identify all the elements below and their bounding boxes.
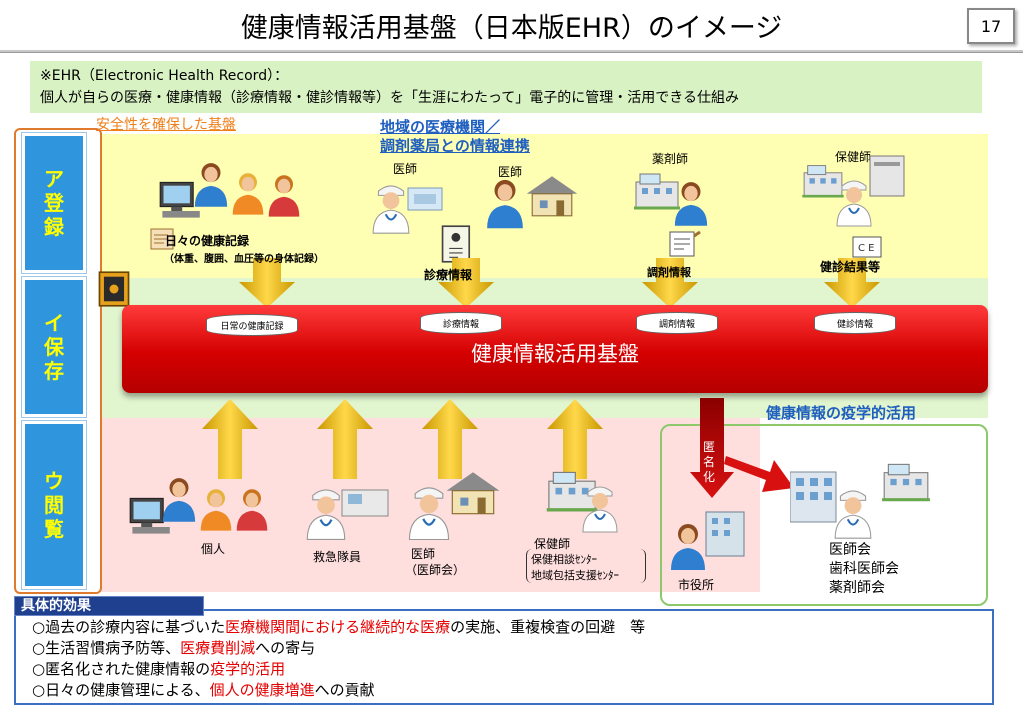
- title-divider: [0, 50, 1023, 53]
- store-dispensing-info: 調剤情報: [636, 312, 718, 334]
- effect-item-2-pre: ○生活習慣病予防等、: [32, 639, 181, 657]
- side-label-view: ウ 閲 覧: [22, 421, 86, 589]
- side-view-char-3: 覧: [44, 517, 64, 541]
- store-checkup-info: 健診情報: [814, 312, 896, 334]
- side-register-char-3: 録: [44, 215, 64, 239]
- top-pharmacist-illustration: [632, 172, 708, 226]
- store-medical-info: 診療情報: [420, 312, 502, 334]
- association-pharmacy: 薬剤師会: [829, 580, 885, 596]
- medical-info-label: 診療情報: [424, 268, 473, 282]
- anonymize-label: 匿 名 化: [703, 440, 715, 485]
- paramedic-illustration: [306, 488, 389, 540]
- bottom-nurse-label: 保健師: [534, 537, 571, 551]
- top-doctor-2-illustration: [487, 175, 578, 229]
- effect-item-1-pre: ○過去の診療内容に基づいた: [32, 618, 226, 636]
- side-store-char-1: イ: [44, 311, 64, 335]
- nurse-center-1: 保健相談ｾﾝﾀｰ: [531, 553, 597, 566]
- effect-item-3-pre: ○匿名化された健康情報の: [32, 660, 211, 678]
- nurse-center-2: 地域包括支援ｾﾝﾀｰ: [531, 569, 619, 582]
- bottom-nurse-illustration: [545, 470, 619, 534]
- regional-link-line1: 地域の医療機関／: [380, 118, 501, 136]
- side-store-char-3: 存: [44, 359, 64, 383]
- epidemiology-label: 健康情報の疫学的活用: [766, 404, 917, 422]
- effect-item-1-emphasis: 医療機関間における継続的な医療: [225, 618, 451, 636]
- security-label: 安全性を確保した基盤: [96, 117, 236, 133]
- effect-item-2: ○生活習慣病予防等、医療費削減への寄与: [32, 638, 976, 659]
- side-label-register: ア 登 録: [22, 133, 86, 273]
- up-arrow-paramedic: [317, 399, 373, 479]
- associations-illustration: [790, 462, 932, 540]
- eye-chart-icon: C E: [852, 236, 882, 258]
- health-record-icon: [150, 228, 174, 250]
- effect-item-1-post: の実施、重複検査の回避 等: [450, 618, 646, 636]
- individual-group-bottom-illustration: [129, 478, 268, 535]
- effect-item-4-post: への貢献: [314, 681, 375, 699]
- down-arrow-daily-record: [239, 258, 295, 308]
- secure-safe-icon: [98, 271, 130, 307]
- store-daily-record: 日常の健康記録: [206, 314, 298, 336]
- side-register-char-2: 登: [44, 191, 64, 215]
- side-label-store: イ 保 存: [22, 277, 86, 417]
- anonymize-char-3: 化: [703, 470, 716, 484]
- city-hall-label: 市役所: [678, 578, 715, 592]
- ehr-definition-heading: ※EHR（Electronic Health Record）：: [40, 68, 289, 84]
- svg-text:C E: C E: [858, 243, 874, 254]
- side-register-char-1: ア: [44, 167, 64, 191]
- individual-group-top-illustration: [159, 163, 300, 219]
- up-arrow-doctor: [422, 399, 478, 479]
- daily-record-label: 日々の健康記録: [165, 234, 250, 248]
- anonymize-down-arrow: [690, 398, 734, 498]
- side-label-frame: [14, 128, 102, 594]
- effect-item-2-emphasis: 医療費削減: [180, 639, 256, 657]
- effects-box: ○過去の診療内容に基づいた医療機関間における継続的な医療の実施、重複検査の回避 …: [14, 609, 994, 705]
- anonymize-char-1: 匿: [703, 440, 716, 454]
- effect-item-1: ○過去の診療内容に基づいた医療機関間における継続的な医療の実施、重複検査の回避 …: [32, 617, 976, 638]
- top-nurse-illustration: [800, 155, 905, 228]
- up-arrow-individual: [202, 399, 258, 479]
- effects-title: 具体的効果: [14, 596, 204, 616]
- top-nurse-label: 保健師: [835, 150, 872, 164]
- side-view-char-1: ウ: [44, 469, 64, 493]
- regional-link-label: 地域の医療機関／ 調剤薬局との情報連携: [380, 118, 530, 156]
- prescription-icon: [669, 230, 701, 257]
- side-store-char-2: 保: [44, 335, 64, 359]
- checkup-results-label: 健診結果等: [820, 260, 881, 274]
- association-dental: 歯科医師会: [829, 561, 899, 577]
- effect-item-4-pre: ○日々の健康管理による、: [32, 681, 210, 699]
- ehr-definition-text: 個人が自らの医療・健康情報（診療情報・健診情報等）を「生涯にわたって」電子的に管…: [40, 90, 740, 106]
- to-associations-arrow: [724, 456, 794, 492]
- individual-label: 個人: [201, 542, 226, 556]
- platform-label: 健康情報活用基盤: [471, 342, 639, 366]
- top-pharmacist-label: 薬剤師: [652, 152, 689, 166]
- paramedic-label: 救急隊員: [313, 550, 362, 564]
- nurse-center-bracket: [526, 549, 646, 583]
- city-hall-illustration: [671, 511, 745, 570]
- association-medical: 医師会: [829, 542, 871, 558]
- regional-link-line2: 調剤薬局との情報連携: [380, 137, 530, 155]
- bottom-doctor-illustration: [408, 471, 501, 540]
- effect-item-4: ○日々の健康管理による、個人の健康増進への貢献: [32, 680, 976, 701]
- anonymize-char-2: 名: [703, 455, 716, 469]
- effect-item-3-emphasis: 疫学的活用: [210, 660, 286, 678]
- daily-record-note: （体重、腹囲、血圧等の身体記録）: [164, 254, 324, 265]
- page-number: 17: [967, 8, 1015, 44]
- effect-item-2-post: への寄与: [255, 639, 316, 657]
- ehr-definition-box: ※EHR（Electronic Health Record）： 個人が自らの医療…: [30, 61, 982, 113]
- bottom-doctor-assoc-label: （医師会）: [405, 563, 466, 577]
- effect-item-3: ○匿名化された健康情報の疫学的活用: [32, 659, 976, 680]
- top-doctor-1-label: 医師: [393, 162, 418, 176]
- page-title: 健康情報活用基盤（日本版EHR）のイメージ: [240, 13, 783, 44]
- side-view-char-2: 閲: [44, 493, 64, 517]
- effect-item-4-emphasis: 個人の健康増進: [209, 681, 315, 699]
- top-doctor-2-label: 医師: [498, 165, 523, 179]
- bottom-doctor-label: 医師: [411, 547, 436, 561]
- associations-list: 医師会 歯科医師会 薬剤師会: [829, 541, 899, 598]
- dispensing-info-label: 調剤情報: [647, 266, 691, 279]
- top-doctor-1-illustration: [372, 184, 443, 234]
- epidemiology-frame: [660, 424, 988, 606]
